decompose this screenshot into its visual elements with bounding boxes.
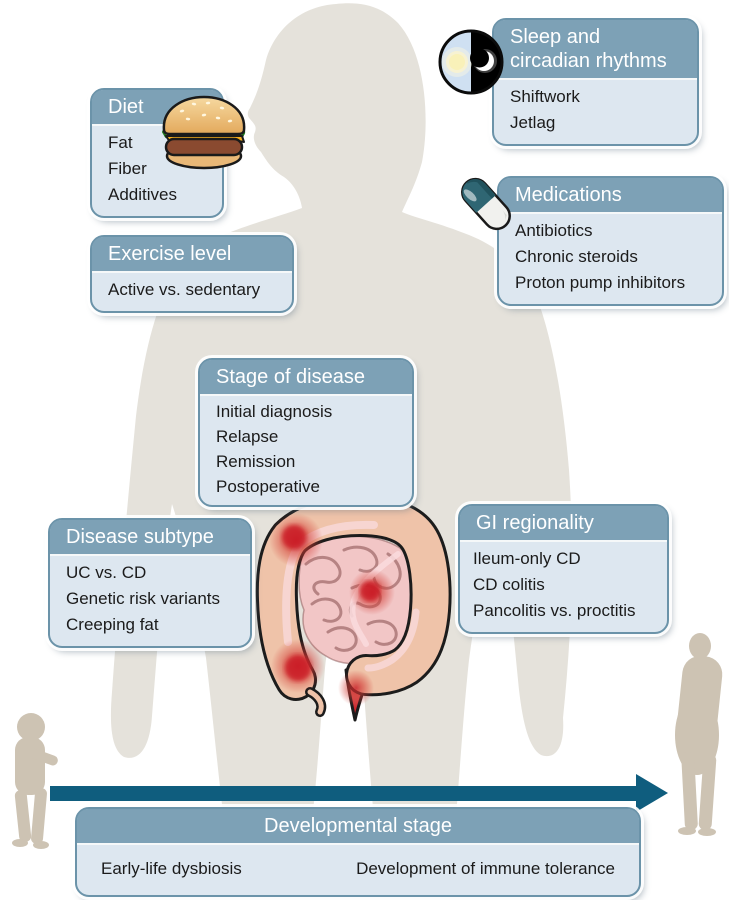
exercise-box: Exercise level Active vs. sedentary — [90, 235, 294, 313]
list-item: Active vs. sedentary — [108, 280, 261, 299]
inflammation-spots — [269, 513, 395, 706]
stage-of-disease-box-items: Initial diagnosis Relapse Remission Post… — [200, 396, 412, 505]
list-item: Fiber — [108, 159, 147, 178]
list-item: Development of immune tolerance — [356, 859, 615, 878]
disease-subtype-box-title: Disease subtype — [50, 520, 250, 556]
timeline-arrow-shaft — [50, 786, 636, 801]
list-item: Proton pump inhibitors — [515, 273, 686, 292]
stage-of-disease-box: Stage of disease Initial diagnosis Relap… — [198, 358, 414, 507]
list-item: UC vs. CD — [66, 563, 147, 582]
list-item: Shiftwork — [510, 87, 580, 106]
disease-subtype-box: Disease subtype UC vs. CD Genetic risk v… — [48, 518, 252, 648]
appendix — [305, 687, 327, 717]
day-night-icon — [438, 29, 504, 95]
exercise-box-title: Exercise level — [92, 237, 292, 273]
hamburger-icon — [162, 95, 246, 170]
list-item: Postoperative — [216, 477, 320, 496]
disease-subtype-box-items: UC vs. CD Genetic risk variants Creeping… — [50, 556, 250, 646]
intestine-illustration — [255, 495, 452, 722]
stage-of-disease-box-title: Stage of disease — [200, 360, 412, 396]
gi-regionality-box-title: GI regionality — [460, 506, 667, 542]
list-item: Fat — [108, 133, 133, 152]
list-item: Jetlag — [510, 113, 556, 132]
list-item: Chronic steroids — [515, 247, 638, 266]
sleep-box-title: Sleep and circadian rhythms — [494, 20, 697, 80]
developmental-stage-box: Developmental stage Early-life dysbiosis… — [75, 807, 641, 897]
developmental-stage-box-title: Developmental stage — [77, 809, 639, 845]
list-item: Initial diagnosis — [216, 402, 333, 421]
medications-box: Medications Antibiotics Chronic steroids… — [497, 176, 724, 306]
diet-box-items: Fat Fiber Additives — [92, 126, 222, 216]
medications-box-title: Medications — [499, 178, 722, 214]
exercise-box-items: Active vs. sedentary — [92, 273, 292, 311]
sleep-box-items: Shiftwork Jetlag — [494, 80, 697, 144]
list-item: Pancolitis vs. proctitis — [473, 601, 636, 620]
list-item: Early-life dysbiosis — [101, 859, 242, 878]
toddler-silhouette — [12, 713, 58, 849]
elderly-silhouette — [675, 633, 723, 836]
pill-icon — [461, 177, 511, 231]
list-item: Creeping fat — [66, 615, 159, 634]
developmental-stage-box-items: Early-life dysbiosis Development of immu… — [77, 845, 639, 895]
list-item: Relapse — [216, 427, 279, 446]
gi-regionality-box-items: Ileum-only CD CD colitis Pancolitis vs. … — [460, 542, 667, 632]
colon — [255, 495, 452, 701]
sleep-box: Sleep and circadian rhythms Shiftwork Je… — [492, 18, 699, 146]
list-item: Ileum-only CD — [473, 549, 581, 568]
list-item: Antibiotics — [515, 221, 593, 240]
list-item: Remission — [216, 452, 296, 471]
list-item: Additives — [108, 185, 177, 204]
list-item: Genetic risk variants — [66, 589, 220, 608]
gi-regionality-box: GI regionality Ileum-only CD CD colitis … — [458, 504, 669, 634]
medications-box-items: Antibiotics Chronic steroids Proton pump… — [499, 214, 722, 304]
timeline-arrow-head — [636, 774, 668, 812]
list-item: CD colitis — [473, 575, 545, 594]
